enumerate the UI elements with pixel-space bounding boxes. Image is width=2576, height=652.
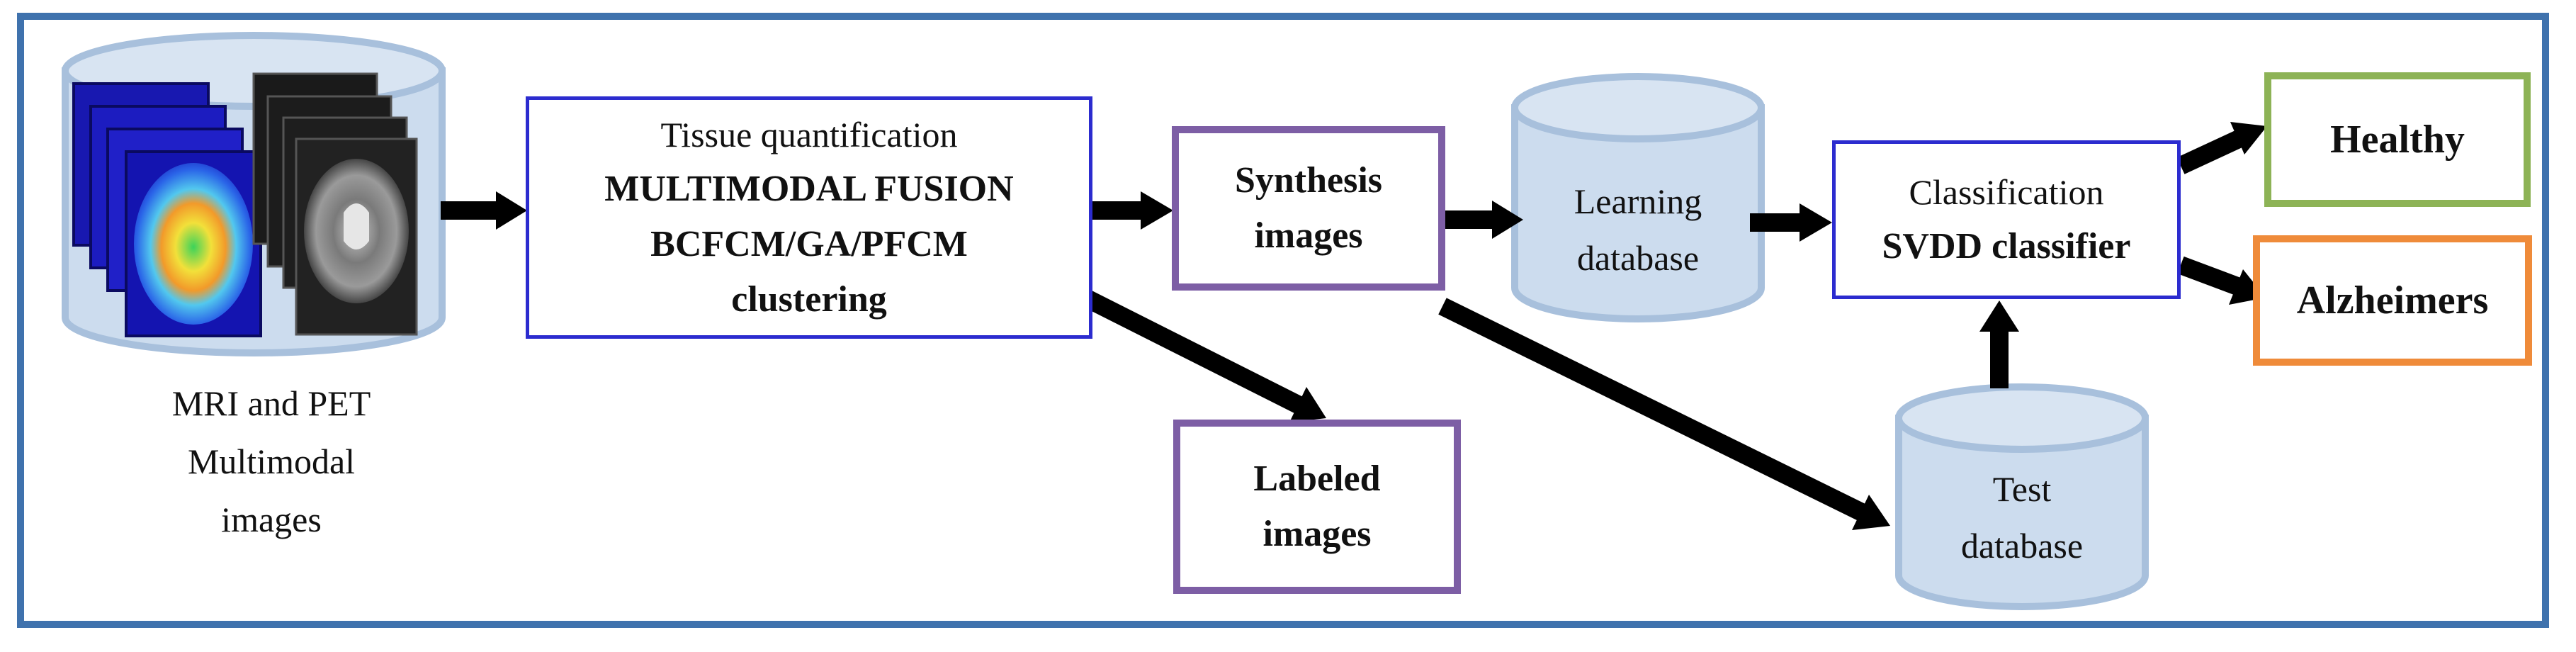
- arrow-synthesis-to-learning: [1444, 201, 1523, 239]
- caption-line-1: MRI and PET: [171, 383, 371, 423]
- multimodal-fusion-label: MULTIMODAL FUSION: [604, 169, 1014, 209]
- alzheimers-label: Alzheimers: [2296, 279, 2489, 322]
- classification-label: Classification: [1909, 172, 2104, 212]
- tissue-quantification-label: Tissue quantification: [660, 115, 958, 154]
- arrow-classification-to-healthy: [2176, 122, 2267, 174]
- synthesis-label: Synthesis: [1234, 160, 1383, 201]
- arrow-test-to-classification: [1979, 300, 2019, 388]
- test-database-word: database: [1960, 526, 2084, 566]
- learning-database-label: Learning database: [1522, 173, 1754, 286]
- test-label: Test: [1992, 469, 2052, 509]
- synthesis-images-box: Synthesis images: [1172, 126, 1445, 291]
- synthesis-images-label: images: [1254, 215, 1363, 256]
- caption-line-2: Multimodal: [187, 442, 356, 481]
- labeled-label: Labeled: [1253, 459, 1381, 499]
- arrow-synthesis-to-test: [1438, 298, 1890, 530]
- clustering-methods-label: BCFCM/GA/PFCM: [650, 224, 968, 264]
- arrow-fusion-to-synthesis: [1091, 191, 1173, 230]
- arrow-input-to-fusion: [441, 191, 527, 230]
- pet-image-stack: [72, 82, 262, 337]
- healthy-output-box: Healthy: [2264, 72, 2531, 207]
- input-images-caption: MRI and PET Multimodal images: [133, 374, 409, 549]
- labeled-images-box: Labeled images: [1173, 420, 1461, 594]
- alzheimers-output-box: Alzheimers: [2253, 235, 2532, 366]
- learning-database-cylinder: [1511, 73, 1765, 322]
- arrow-learning-to-classification: [1750, 203, 1832, 242]
- svdd-classifier-label: SVDD classifier: [1882, 226, 2131, 266]
- learning-database-word: database: [1576, 238, 1700, 278]
- arrow-fusion-to-labeled: [1081, 289, 1326, 422]
- multimodal-fusion-box: Tissue quantification MULTIMODAL FUSION …: [526, 96, 1092, 339]
- caption-line-3: images: [221, 500, 322, 539]
- test-database-cylinder: [1895, 383, 2149, 610]
- pet-brain-icon: [134, 163, 253, 325]
- labeled-images-label: images: [1262, 514, 1372, 554]
- learning-label: Learning: [1574, 181, 1702, 221]
- healthy-label: Healthy: [2330, 118, 2465, 162]
- clustering-label: clustering: [731, 279, 887, 320]
- test-database-label: Test database: [1906, 461, 2138, 574]
- classification-box: Classification SVDD classifier: [1832, 140, 2181, 299]
- mri-image-stack: [252, 72, 418, 336]
